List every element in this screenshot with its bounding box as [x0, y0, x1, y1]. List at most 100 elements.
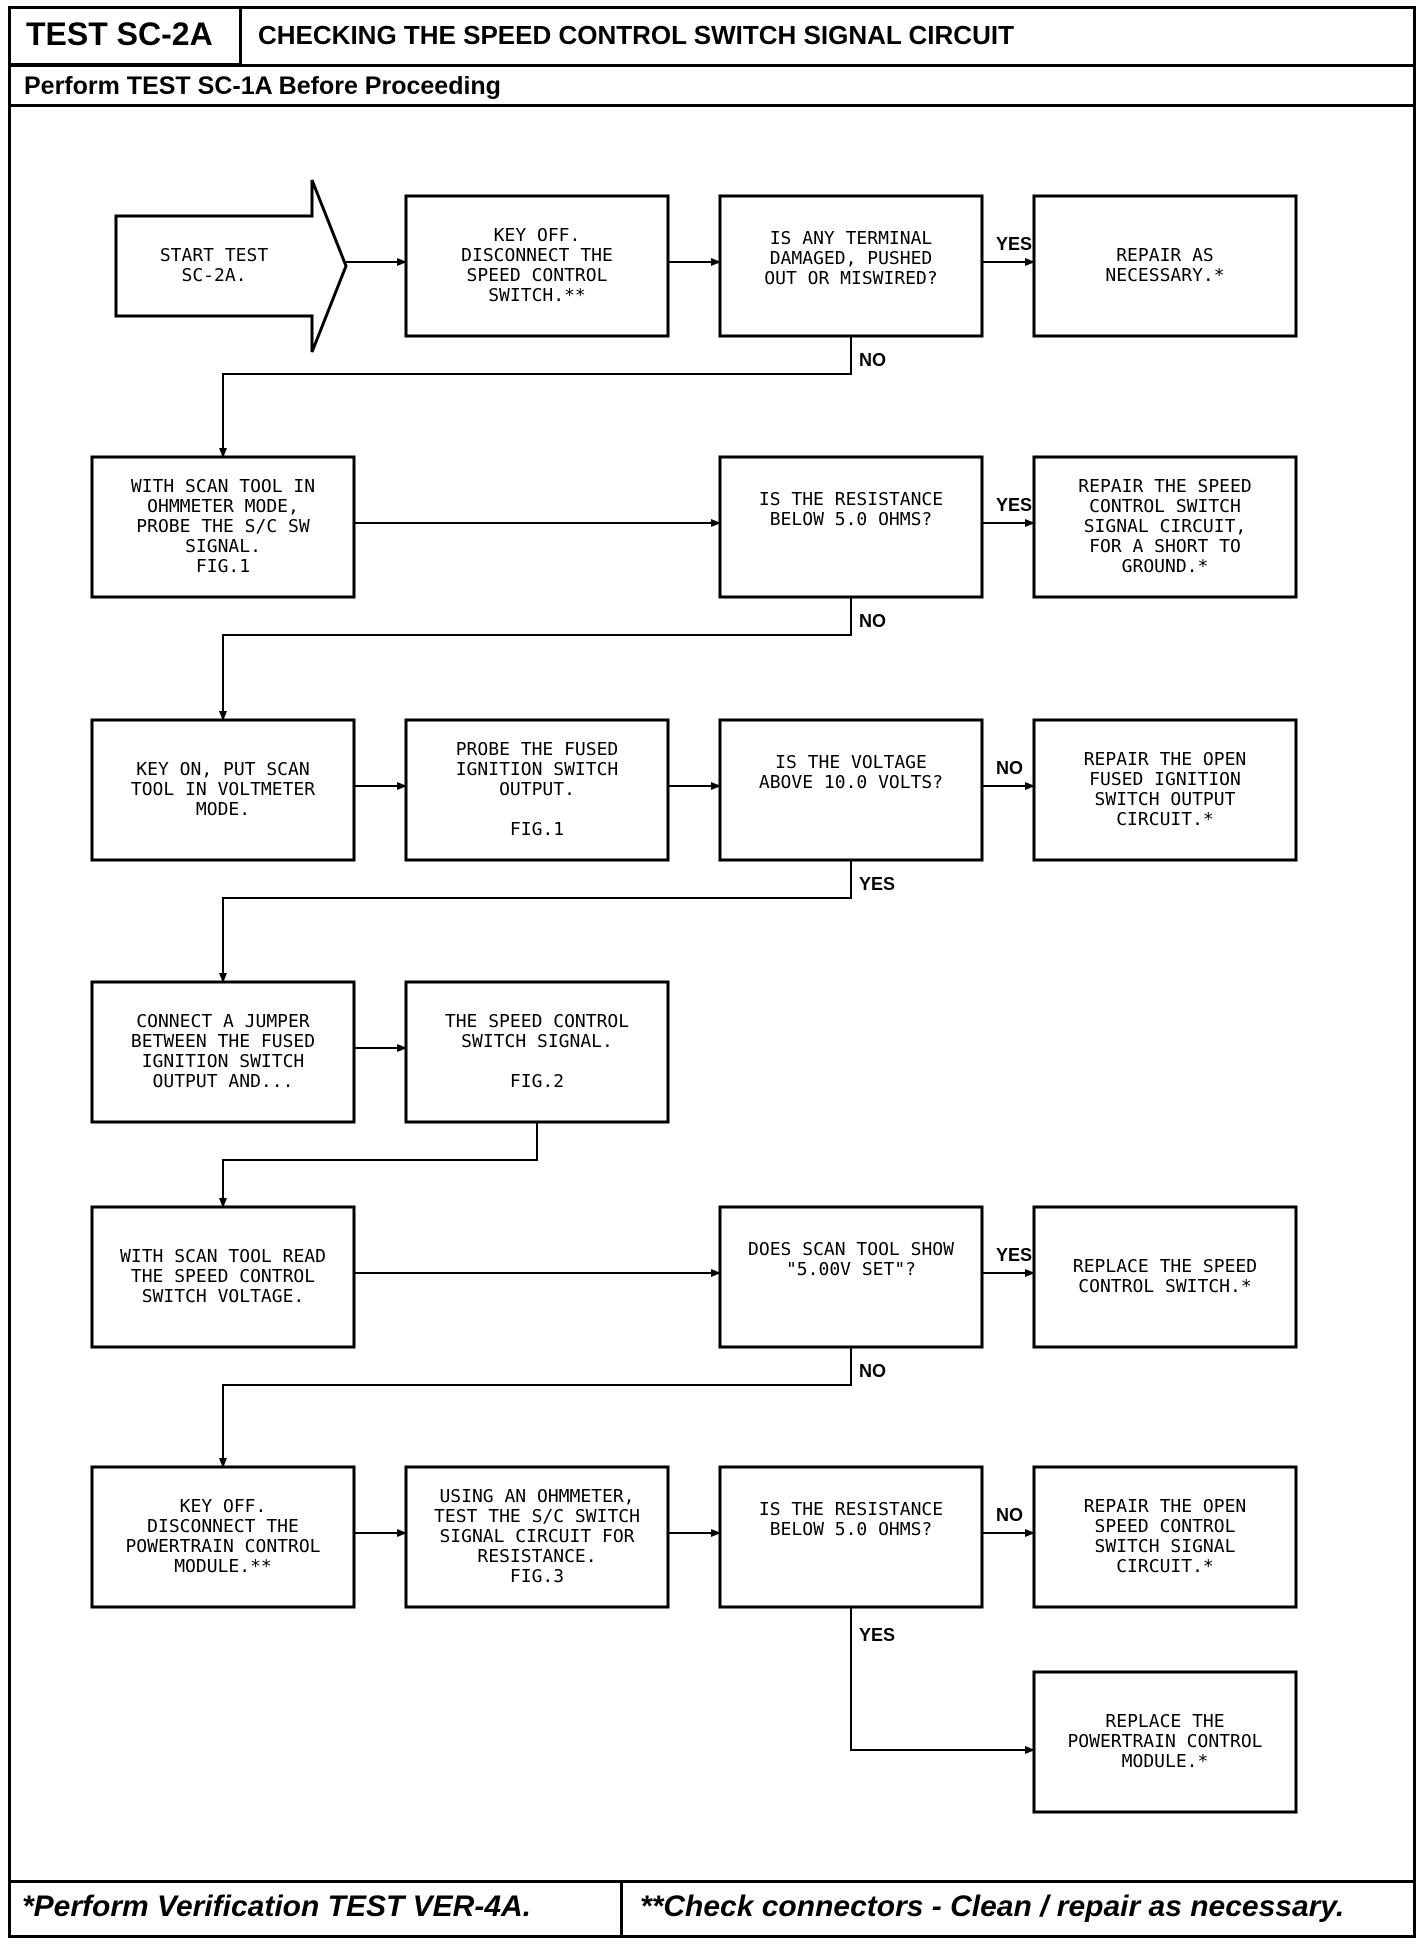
- node-text-line: DISCONNECT THE: [147, 1516, 299, 1537]
- subtitle-divider: [8, 64, 1416, 67]
- page-title: CHECKING THE SPEED CONTROL SWITCH SIGNAL…: [258, 20, 1014, 50]
- node-text-line: RESISTANCE.: [477, 1546, 596, 1567]
- node-text-line: BELOW 5.0 OHMS?: [770, 509, 933, 530]
- node-text-line: SPEED CONTROL: [1095, 1516, 1236, 1537]
- node-text-line: BELOW 5.0 OHMS?: [770, 1519, 933, 1540]
- node-text-line: REPAIR AS: [1116, 245, 1214, 266]
- node-text-line: CIRCUIT.*: [1116, 809, 1214, 830]
- node-text-line: PROBE THE S/C SW: [136, 516, 310, 537]
- edge-sc-signal-to-scan-read: [219, 1122, 538, 1208]
- node-text-line: IGNITION SWITCH: [456, 759, 619, 780]
- node-text-line: GROUND.*: [1122, 556, 1209, 577]
- flow-node-ohm-test: USING AN OHMMETER,TEST THE S/C SWITCHSIG…: [404, 1465, 670, 1609]
- node-text-line: REPLACE THE SPEED: [1073, 1256, 1257, 1277]
- test-id: TEST SC-2A: [26, 16, 213, 52]
- edge-label: NO: [859, 611, 886, 631]
- node-box: [718, 455, 984, 599]
- node-text-line: DISCONNECT THE: [461, 245, 613, 266]
- node-text-line: START TEST: [160, 245, 269, 266]
- node-box: [718, 718, 984, 862]
- edge-q-scan-show-to-key-off-2: [219, 1347, 852, 1468]
- node-text-line: FIG.3: [510, 1566, 564, 1587]
- node-text-line: REPLACE THE: [1105, 1711, 1224, 1732]
- node-text-line: SIGNAL.: [185, 536, 261, 557]
- node-text-line: USING AN OHMMETER,: [439, 1486, 634, 1507]
- test-id-box: [8, 6, 242, 66]
- node-text-line: SWITCH SIGNAL.: [461, 1031, 613, 1052]
- node-text-line: REPAIR THE SPEED: [1078, 476, 1251, 497]
- node-text-line: FUSED IGNITION: [1089, 769, 1241, 790]
- footer-note-verification: *Perform Verification TEST VER-4A.: [22, 1890, 532, 1923]
- node-text-line: KEY OFF.: [494, 225, 581, 246]
- edge-label: NO: [859, 1361, 886, 1381]
- node-text-line: WITH SCAN TOOL READ: [120, 1246, 326, 1267]
- subtitle-rule: [8, 104, 1416, 107]
- node-box: [1032, 1465, 1298, 1609]
- node-text-line: ABOVE 10.0 VOLTS?: [759, 772, 943, 793]
- node-text-line: CIRCUIT.*: [1116, 1556, 1214, 1577]
- node-text-line: TEST THE S/C SWITCH: [434, 1506, 640, 1527]
- node-text-line: REPAIR THE OPEN: [1084, 749, 1247, 770]
- node-text-line: IS THE RESISTANCE: [759, 489, 943, 510]
- node-text-line: IS ANY TERMINAL: [770, 228, 933, 249]
- node-text-line: SPEED CONTROL: [467, 265, 608, 286]
- edge-label: NO: [996, 758, 1023, 778]
- node-text-line: FIG.1: [510, 819, 564, 840]
- node-box: [1032, 1670, 1298, 1814]
- node-box: [404, 980, 670, 1124]
- edge-label: NO: [859, 350, 886, 370]
- node-box: [404, 1465, 670, 1609]
- flow-node-q-scan-show: DOES SCAN TOOL SHOW"5.00V SET"?: [718, 1205, 984, 1349]
- node-text-line: FIG.1: [196, 556, 250, 577]
- node-text-line: THE SPEED CONTROL: [445, 1011, 629, 1032]
- edge-label: YES: [996, 234, 1032, 254]
- node-text-line: KEY ON, PUT SCAN: [136, 759, 309, 780]
- node-text-line: MODE.: [196, 799, 250, 820]
- node-text-line: SWITCH VOLTAGE.: [142, 1286, 305, 1307]
- node-text-line: OUTPUT.: [499, 779, 575, 800]
- edge-label: YES: [996, 495, 1032, 515]
- node-text-line: NECESSARY.*: [1105, 265, 1224, 286]
- node-text-line: WITH SCAN TOOL IN: [131, 476, 315, 497]
- edge-q-terminal-to-scan-ohm: [219, 336, 852, 458]
- node-text-line: CONNECT A JUMPER: [136, 1011, 310, 1032]
- edge-q-voltage-to-connect-jumper: [219, 860, 852, 983]
- node-text-line: SC-2A.: [181, 265, 246, 286]
- node-text-line: IGNITION SWITCH: [142, 1051, 305, 1072]
- node-text-line: DAMAGED, PUSHED: [770, 248, 933, 269]
- node-box: [404, 718, 670, 862]
- node-text-line: IS THE VOLTAGE: [775, 752, 927, 773]
- footer-note-connectors: **Check connectors - Clean / repair as n…: [640, 1890, 1345, 1923]
- node-box: [90, 980, 356, 1124]
- node-box: [1032, 1205, 1298, 1349]
- node-text-line: SIGNAL CIRCUIT FOR: [439, 1526, 634, 1547]
- node-text-line: "5.00V SET"?: [786, 1259, 916, 1280]
- edge-label: YES: [859, 1625, 895, 1645]
- edge-q-resistance-2-to-replace-pcm: [850, 1607, 1035, 1754]
- node-text-line: POWERTRAIN CONTROL: [1067, 1731, 1262, 1752]
- node-box: [90, 1465, 356, 1609]
- node-text-line: FIG.2: [510, 1071, 564, 1092]
- edge-label: NO: [996, 1505, 1023, 1525]
- edge-label: YES: [996, 1245, 1032, 1265]
- node-box: [404, 194, 670, 338]
- node-text-line: THE SPEED CONTROL: [131, 1266, 315, 1287]
- start-arrow-shape: [114, 179, 348, 353]
- node-text-line: BETWEEN THE FUSED: [131, 1031, 315, 1052]
- node-text-line: DOES SCAN TOOL SHOW: [748, 1239, 954, 1260]
- page-subtitle: Perform TEST SC-1A Before Proceeding: [24, 72, 501, 100]
